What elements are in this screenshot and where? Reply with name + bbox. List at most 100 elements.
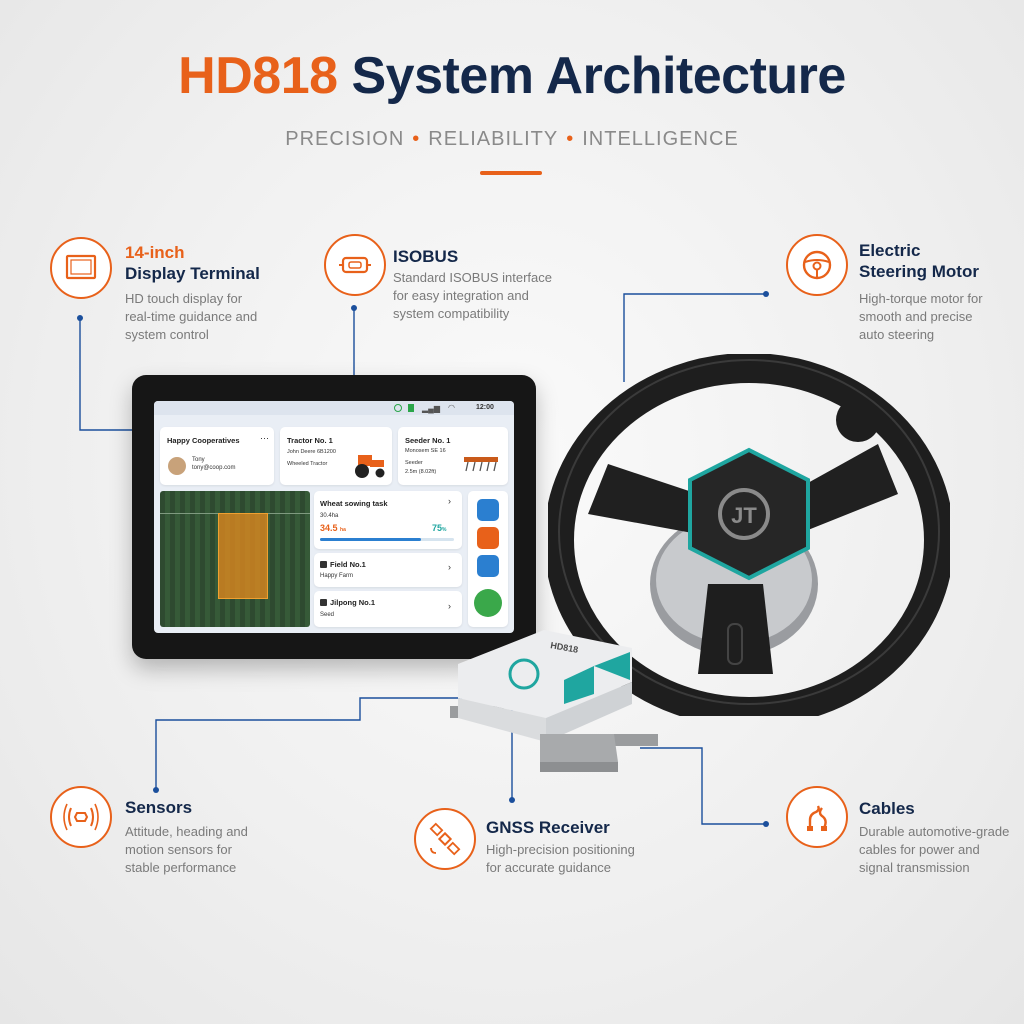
status-bar: ▂▄▆ ◠ 12:00 [154, 401, 514, 415]
connector-dot-sensors [153, 787, 159, 793]
desc-line: cables for power and [859, 842, 980, 857]
steering-wheel: JT [548, 354, 950, 716]
tagline-precision: PRECISION [285, 128, 405, 150]
gnss-desc: High-precision positioning for accurate … [486, 841, 635, 877]
more-icon[interactable]: ⋯ [260, 433, 269, 443]
seeder-card[interactable]: Seeder No. 1 Monosem SE 16 Seeder 2.5m (… [398, 427, 508, 485]
task-percent-unit: % [442, 527, 447, 533]
task-done: 34.5 ha [320, 523, 346, 533]
cables-desc: Durable automotive-grade cables for powe… [859, 823, 1009, 877]
cable-icon [786, 786, 848, 848]
desc-line: for easy integration and [393, 288, 529, 303]
desc-line: High-torque motor for [859, 291, 983, 306]
tractor-model: John Deere 6B1200 [287, 449, 336, 455]
seeder-icon [464, 457, 498, 472]
start-button[interactable] [474, 589, 502, 617]
tool-panel [468, 491, 508, 627]
task-percent: 75% [432, 523, 446, 533]
task-tool-icon[interactable] [477, 499, 499, 521]
field-farm: Happy Farm [320, 573, 354, 579]
chevron-right-icon: › [448, 562, 451, 572]
display-title-label: Display Terminal [125, 264, 260, 283]
field-map[interactable] [160, 491, 310, 627]
coop-name: Happy Cooperatives [167, 436, 240, 445]
user-name: Tony [192, 457, 205, 463]
sensors-desc: Attitude, heading and motion sensors for… [125, 823, 248, 877]
desc-line: Standard ISOBUS interface [393, 270, 552, 285]
steering-title: Electric Steering Motor [859, 240, 979, 282]
desc-line: system control [125, 327, 209, 342]
isobus-desc: Standard ISOBUS interface for easy integ… [393, 269, 552, 323]
chevron-right-icon: › [448, 601, 451, 611]
desc-line: auto steering [859, 327, 935, 342]
field-icon [320, 561, 327, 568]
gps-status-icon [394, 404, 402, 412]
task-card[interactable]: Wheat sowing task › 30.4ha 34.5 ha 75% [314, 491, 462, 549]
steering-title-line1: Electric [859, 241, 921, 260]
connector-sensors [155, 697, 472, 790]
chevron-right-icon: › [448, 496, 451, 506]
connector-dot-display [77, 315, 83, 321]
signal-icon: ▂▄▆ [422, 404, 440, 413]
tablet-screen: ▂▄▆ ◠ 12:00 Happy Cooperatives ⋯ Tony to… [154, 401, 514, 633]
implement-tool-icon[interactable] [477, 527, 499, 549]
desc-line: stable performance [125, 860, 237, 875]
connector-steering [623, 293, 766, 382]
steering-wheel-icon [786, 234, 848, 296]
gnss-receiver: HD818 [450, 630, 658, 772]
map-tool-icon[interactable] [477, 555, 499, 577]
connector-icon [324, 234, 386, 296]
display-terminal-icon [50, 237, 112, 299]
isobus-title: ISOBUS [393, 247, 459, 266]
task-area: 30.4ha [320, 513, 339, 519]
tractor-type: Wheeled Tractor [287, 461, 328, 467]
display-terminal-desc: HD touch display for real-time guidance … [125, 290, 257, 344]
desc-line: for accurate guidance [486, 860, 612, 875]
title-underline [480, 171, 542, 175]
desc-line: High-precision positioning [486, 842, 635, 857]
seeder-type: Seeder [405, 460, 423, 466]
display-terminal-title: 14-inch Display Terminal [125, 242, 260, 284]
seed-type: Seed [320, 612, 335, 618]
tagline-intelligence: INTELLIGENCE [582, 128, 739, 150]
task-done-unit: ha [340, 527, 346, 533]
steering-title-line2: Steering Motor [859, 262, 979, 281]
avatar [168, 457, 186, 475]
wifi-icon: ◠ [448, 403, 455, 412]
connector-dot-steering [763, 291, 769, 297]
sensor-icon [50, 786, 112, 848]
connector-display [79, 318, 134, 431]
task-title: Wheat sowing task [320, 499, 388, 508]
field-card[interactable]: Field No.1 Happy Farm › [314, 553, 462, 587]
desc-line: real-time guidance and [125, 309, 258, 324]
tagline-reliability: RELIABILITY [428, 128, 559, 150]
desc-line: Durable automotive-grade [859, 824, 1010, 839]
seeder-width: 2.5m (8.02ft) [405, 469, 437, 475]
battery-icon [408, 404, 414, 412]
task-percent-value: 75 [432, 523, 443, 533]
desc-line: system compatibility [393, 306, 510, 321]
desc-line: Attitude, heading and [125, 824, 248, 839]
field-title: Field No.1 [330, 560, 366, 569]
desc-line: signal transmission [859, 860, 970, 875]
seeder-model: Monosem SE 16 [405, 448, 446, 454]
tractor-card[interactable]: Tractor No. 1 John Deere 6B1200 Wheeled … [280, 427, 392, 485]
gnss-title: GNSS Receiver [486, 818, 610, 837]
user-email: tony@coop.com [192, 465, 236, 471]
coop-card[interactable]: Happy Cooperatives ⋯ Tony tony@coop.com [160, 427, 274, 485]
steering-desc: High-torque motor for smooth and precise… [859, 290, 983, 344]
satellite-icon [414, 808, 476, 870]
page-title: HD818 System Architecture [0, 46, 1024, 106]
desc-line: smooth and precise [859, 309, 973, 324]
task-progress-fill [320, 538, 421, 541]
seed-card[interactable]: Jilpong No.1 Seed › [314, 591, 462, 627]
cables-title: Cables [859, 799, 915, 818]
connector-cables [640, 747, 766, 825]
tractor-title: Tractor No. 1 [287, 436, 333, 445]
seeder-title: Seeder No. 1 [405, 436, 451, 445]
tagline: PRECISION•RELIABILITY•INTELLIGENCE [285, 128, 739, 150]
receiver-label: HD818 [550, 640, 579, 655]
svg-text:JT: JT [731, 503, 757, 528]
task-done-value: 34.5 [320, 523, 338, 533]
display-terminal: ▂▄▆ ◠ 12:00 Happy Cooperatives ⋯ Tony to… [132, 375, 536, 659]
